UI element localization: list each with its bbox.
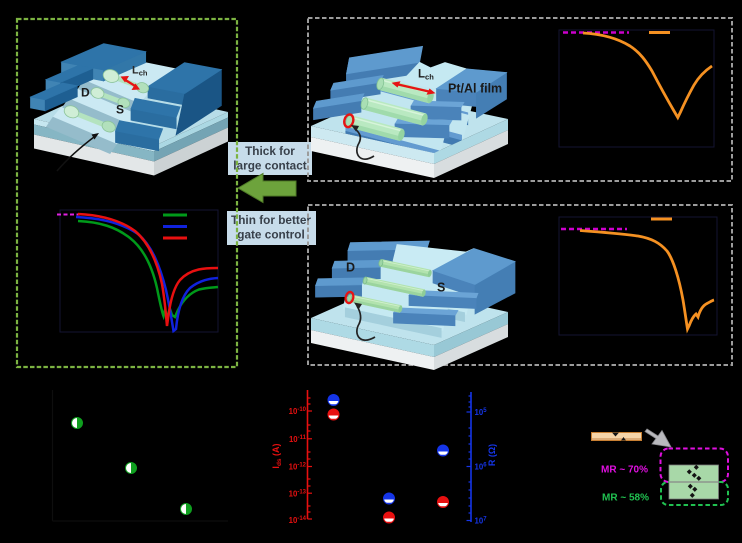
svg-text:S: S [437,281,445,295]
svg-text:Thick for: Thick for [245,144,295,158]
svg-text:Thin for better: Thin for better [231,213,311,227]
svg-text:106: 106 [475,463,488,472]
svg-text:107: 107 [475,517,488,526]
svg-text:Lch: Lch [418,69,434,82]
svg-text:10-10: 10-10 [289,407,307,416]
svg-text:105: 105 [475,408,488,417]
svg-text:10-11: 10-11 [289,435,307,444]
svg-text:R (Ω): R (Ω) [487,444,497,466]
svg-text:Pt/Al film: Pt/Al film [448,82,502,96]
svg-text:D: D [81,86,90,100]
svg-text:10-14: 10-14 [289,516,307,525]
svg-text:gate control: gate control [237,228,305,242]
svg-text:MR ~ 70%: MR ~ 70% [601,465,648,476]
svg-text:S: S [116,103,124,117]
svg-text:10-13: 10-13 [289,490,307,499]
svg-text:10-12: 10-12 [289,463,307,472]
svg-text:MR ~ 58%: MR ~ 58% [602,493,649,504]
svg-text:Lch: Lch [132,65,148,78]
svg-text:large contact: large contact [233,159,306,173]
svg-text:D: D [346,261,355,275]
